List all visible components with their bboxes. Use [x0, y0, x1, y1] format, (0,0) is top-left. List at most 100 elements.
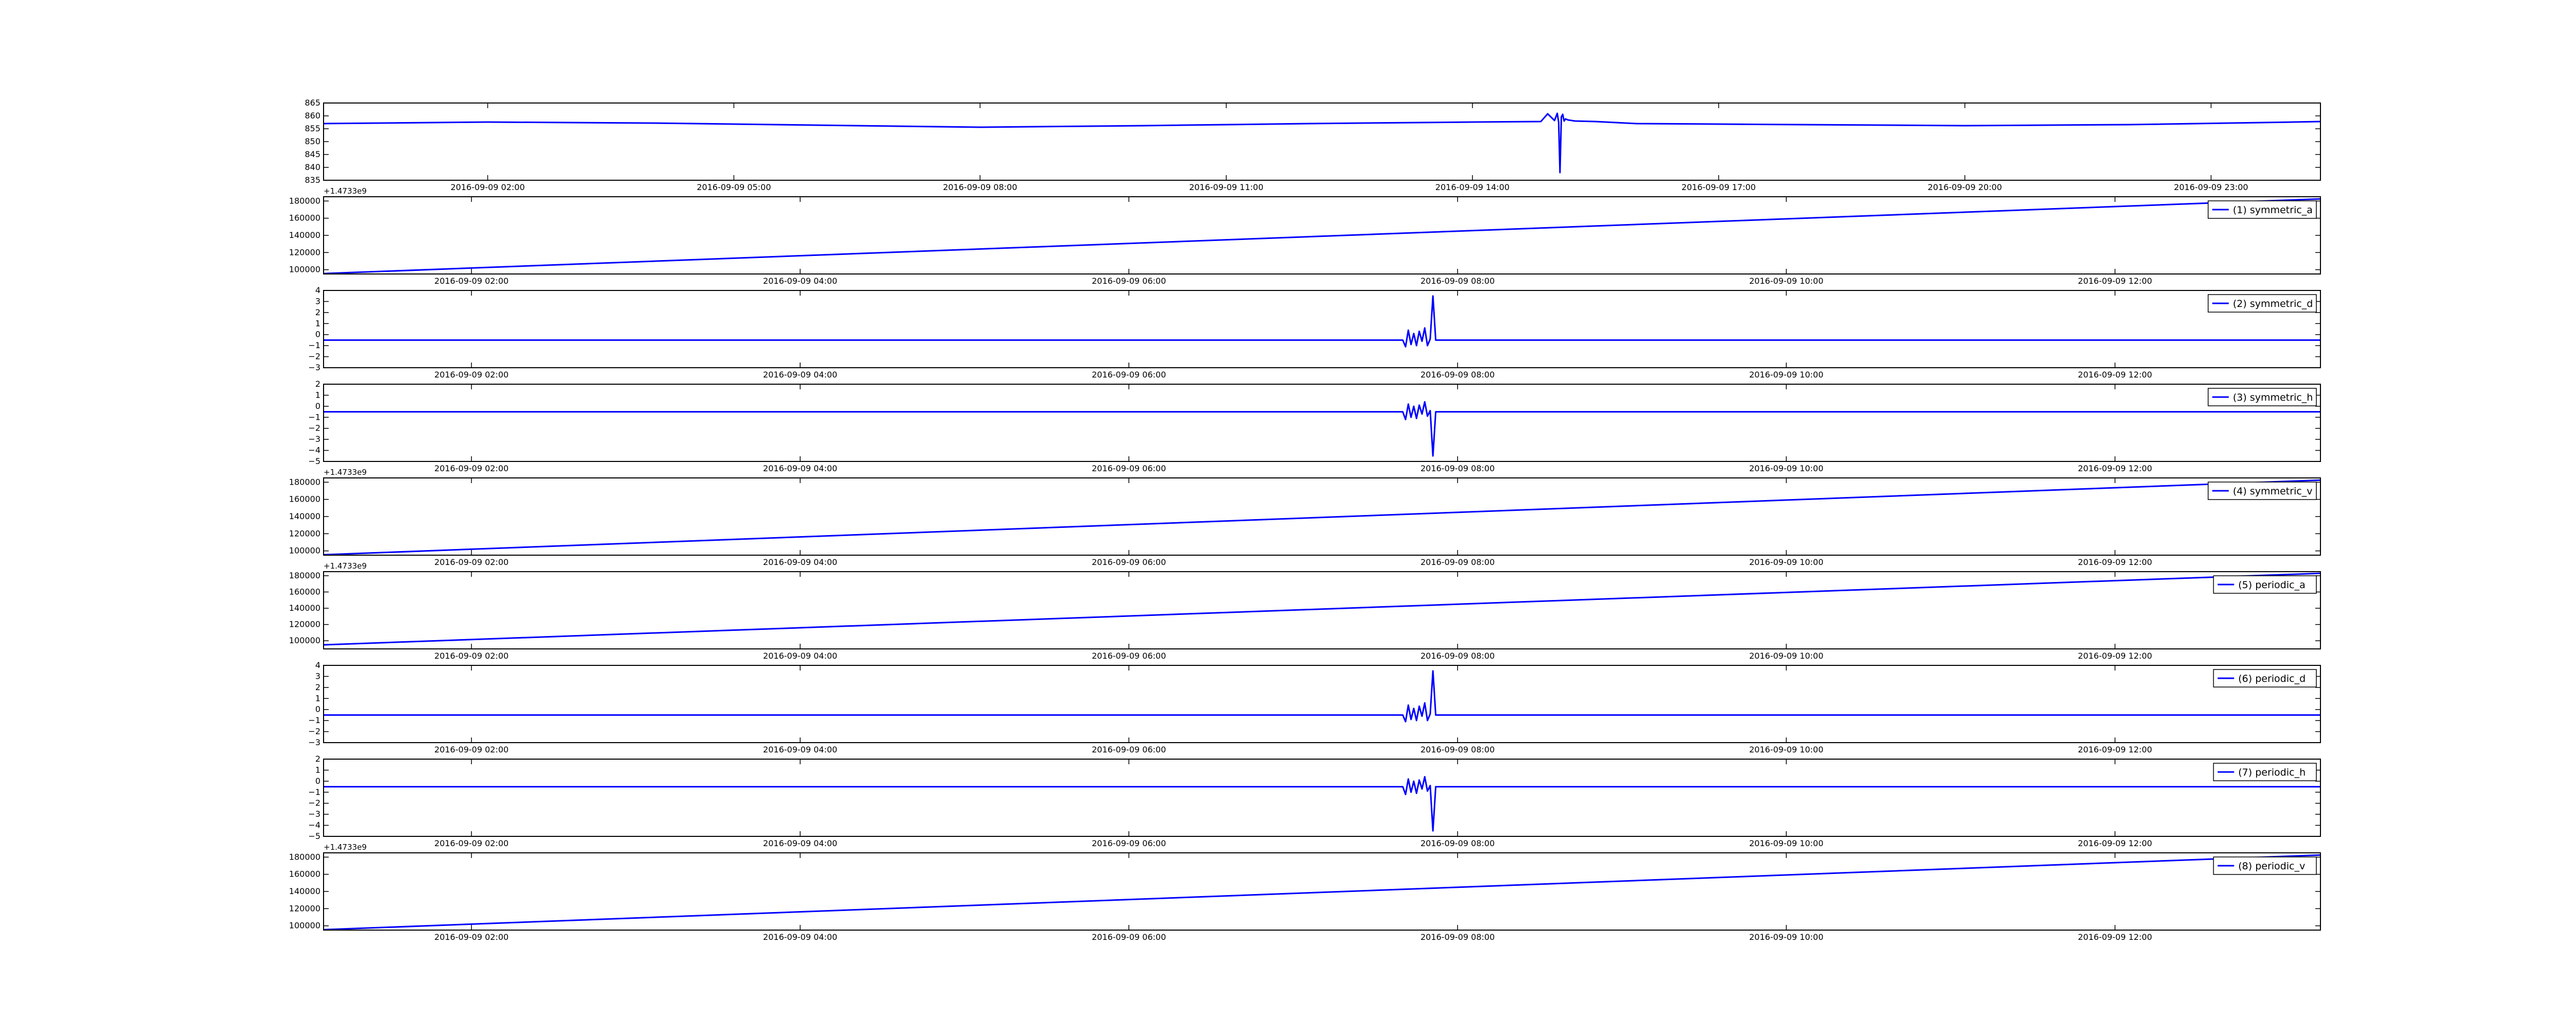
ytick-label-periodic_h-0: 2 [315, 754, 320, 764]
xtick-label-raw-1: 2016-09-09 05:00 [697, 182, 771, 192]
legend-label-symmetric_v: (4) symmetric_v [2233, 486, 2313, 497]
ytick-label-symmetric_d-5: −1 [308, 340, 320, 350]
xtick-label-raw-6: 2016-09-09 20:00 [1928, 182, 2002, 192]
xtick-label-symmetric_d-1: 2016-09-09 04:00 [763, 370, 837, 380]
series-line-periodic_h-0 [324, 776, 2320, 832]
ytick-label-periodic_h-1: 1 [315, 765, 320, 775]
ytick-label-periodic_v-4: 100000 [289, 921, 320, 931]
ytick-label-symmetric_a-4: 100000 [289, 265, 320, 274]
ytick-label-periodic_a-1: 160000 [289, 587, 320, 596]
xtick-label-symmetric_h-2: 2016-09-09 06:00 [1092, 464, 1166, 473]
xtick-label-symmetric_h-5: 2016-09-09 12:00 [2078, 464, 2152, 473]
axes-frame-periodic_a [323, 571, 2321, 649]
ytick-label-symmetric_a-1: 160000 [289, 213, 320, 223]
xtick-label-periodic_a-5: 2016-09-09 12:00 [2078, 651, 2152, 661]
ytick-label-symmetric_d-0: 4 [315, 285, 320, 295]
xtick-label-symmetric_a-3: 2016-09-09 08:00 [1420, 276, 1495, 286]
xtick-label-symmetric_a-2: 2016-09-09 06:00 [1092, 276, 1166, 286]
ytick-label-periodic_a-3: 120000 [289, 620, 320, 629]
axes-frame-periodic_h [323, 759, 2321, 837]
ytick-label-symmetric_v-0: 180000 [289, 477, 320, 487]
xtick-label-periodic_d-2: 2016-09-09 06:00 [1092, 745, 1166, 754]
legend-symmetric_d: (2) symmetric_d [2208, 294, 2317, 313]
xtick-label-periodic_d-3: 2016-09-09 08:00 [1420, 745, 1495, 754]
ytick-label-symmetric_a-0: 180000 [289, 196, 320, 205]
ytick-label-symmetric_d-2: 2 [315, 307, 320, 317]
ytick-label-periodic_h-2: 0 [315, 776, 320, 786]
xtick-label-periodic_h-5: 2016-09-09 12:00 [2078, 838, 2152, 848]
ytick-label-periodic_v-1: 160000 [289, 869, 320, 879]
ytick-label-periodic_v-0: 180000 [289, 852, 320, 862]
xtick-label-periodic_h-3: 2016-09-09 08:00 [1420, 838, 1495, 848]
xtick-label-periodic_a-4: 2016-09-09 10:00 [1749, 651, 1823, 661]
ytick-label-symmetric_a-2: 140000 [289, 230, 320, 240]
xtick-label-raw-3: 2016-09-09 11:00 [1189, 182, 1263, 192]
legend-periodic_a: (5) periodic_a [2213, 575, 2317, 594]
ytick-label-symmetric_h-3: −1 [308, 412, 320, 422]
ytick-label-symmetric_d-6: −2 [308, 352, 320, 362]
ytick-label-periodic_h-3: −1 [308, 787, 320, 797]
ytick-label-symmetric_d-4: 0 [315, 330, 320, 339]
legend-label-periodic_v: (8) periodic_v [2238, 861, 2305, 872]
ytick-label-periodic_d-0: 4 [315, 660, 320, 670]
ytick-label-symmetric_h-6: −4 [308, 445, 320, 455]
ytick-label-periodic_h-4: −2 [308, 798, 320, 808]
legend-symmetric_v: (4) symmetric_v [2208, 482, 2317, 500]
xtick-label-symmetric_v-0: 2016-09-09 02:00 [434, 557, 509, 567]
ytick-label-symmetric_v-1: 160000 [289, 494, 320, 504]
ytick-label-symmetric_h-0: 2 [315, 379, 320, 389]
legend-periodic_h: (7) periodic_h [2213, 763, 2317, 781]
xtick-label-raw-7: 2016-09-09 23:00 [2174, 182, 2248, 192]
legend-label-periodic_a: (5) periodic_a [2238, 579, 2305, 591]
xtick-label-periodic_v-4: 2016-09-09 10:00 [1749, 932, 1823, 942]
legend-label-symmetric_h: (3) symmetric_h [2233, 392, 2313, 403]
xtick-label-periodic_a-0: 2016-09-09 02:00 [434, 651, 509, 661]
axes-frame-symmetric_h [323, 384, 2321, 462]
xtick-label-symmetric_h-4: 2016-09-09 10:00 [1749, 464, 1823, 473]
ytick-label-periodic_d-7: −3 [308, 737, 320, 747]
legend-periodic_d: (6) periodic_d [2213, 669, 2317, 688]
ytick-label-symmetric_d-1: 3 [315, 296, 320, 306]
xtick-label-symmetric_d-4: 2016-09-09 10:00 [1749, 370, 1823, 380]
ytick-label-symmetric_v-3: 120000 [289, 528, 320, 538]
ytick-label-periodic_a-0: 180000 [289, 571, 320, 580]
ytick-label-raw-1: 860 [304, 111, 320, 121]
legend-label-periodic_d: (6) periodic_d [2238, 673, 2306, 684]
series-line-symmetric_v-0 [324, 479, 2320, 555]
xtick-label-periodic_h-2: 2016-09-09 06:00 [1092, 838, 1166, 848]
ytick-label-periodic_v-3: 120000 [289, 903, 320, 913]
ytick-label-raw-4: 845 [304, 149, 320, 159]
xtick-label-periodic_d-0: 2016-09-09 02:00 [434, 745, 509, 754]
series-line-symmetric_d-0 [324, 295, 2320, 348]
xtick-label-symmetric_h-1: 2016-09-09 04:00 [763, 464, 837, 473]
xtick-label-symmetric_d-2: 2016-09-09 06:00 [1092, 370, 1166, 380]
legend-label-symmetric_a: (1) symmetric_a [2233, 204, 2313, 216]
xtick-label-symmetric_d-3: 2016-09-09 08:00 [1420, 370, 1495, 380]
axes-frame-symmetric_d [323, 290, 2321, 368]
xtick-label-periodic_v-5: 2016-09-09 12:00 [2078, 932, 2152, 942]
xtick-label-periodic_v-3: 2016-09-09 08:00 [1420, 932, 1495, 942]
ytick-label-symmetric_v-4: 100000 [289, 546, 320, 556]
offset-text-symmetric_a: +1.4733e9 [324, 186, 367, 196]
ytick-label-raw-5: 840 [304, 162, 320, 172]
ytick-label-symmetric_v-2: 140000 [289, 511, 320, 521]
xtick-label-periodic_d-1: 2016-09-09 04:00 [763, 745, 837, 754]
axes-frame-periodic_d [323, 665, 2321, 743]
ytick-label-periodic_d-3: 1 [315, 693, 320, 703]
ytick-label-periodic_h-5: −3 [308, 809, 320, 819]
ytick-label-symmetric_a-3: 120000 [289, 247, 320, 257]
legend-symmetric_h: (3) symmetric_h [2208, 388, 2317, 406]
xtick-label-periodic_h-1: 2016-09-09 04:00 [763, 838, 837, 848]
series-line-periodic_v-0 [324, 854, 2320, 930]
xtick-label-periodic_v-1: 2016-09-09 04:00 [763, 932, 837, 942]
xtick-label-periodic_d-5: 2016-09-09 12:00 [2078, 745, 2152, 754]
ytick-label-periodic_d-2: 2 [315, 682, 320, 692]
ytick-label-symmetric_h-7: −5 [308, 456, 320, 466]
subplot-periodic_a: 1800001600001400001200001000002016-09-09… [289, 561, 2321, 661]
xtick-label-periodic_h-4: 2016-09-09 10:00 [1749, 838, 1823, 848]
